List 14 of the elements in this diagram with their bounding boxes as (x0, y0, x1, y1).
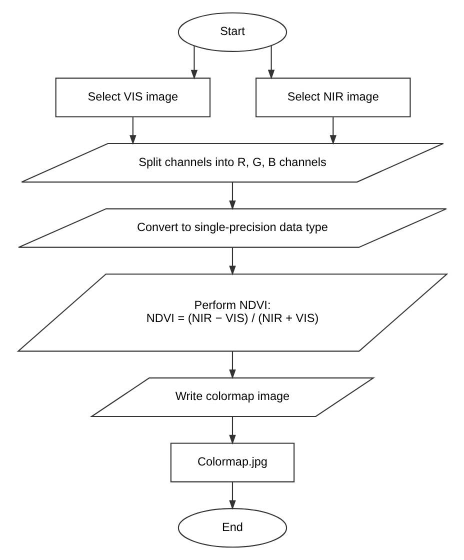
arrow (228, 351, 236, 380)
arrow (190, 46, 198, 80)
arrow (228, 248, 236, 276)
arrow (267, 46, 274, 80)
node-box: Colormap.jpg (170, 442, 294, 482)
node-ellipse: Start (177, 12, 287, 52)
node-ellipse: End (177, 508, 287, 548)
arrow (228, 416, 236, 445)
arrow (228, 482, 236, 510)
node-box: Select VIS image (54, 78, 210, 118)
arrow (228, 182, 236, 210)
arrow (329, 117, 336, 145)
node-box: Select NIR image (255, 78, 410, 118)
arrow (129, 117, 136, 145)
